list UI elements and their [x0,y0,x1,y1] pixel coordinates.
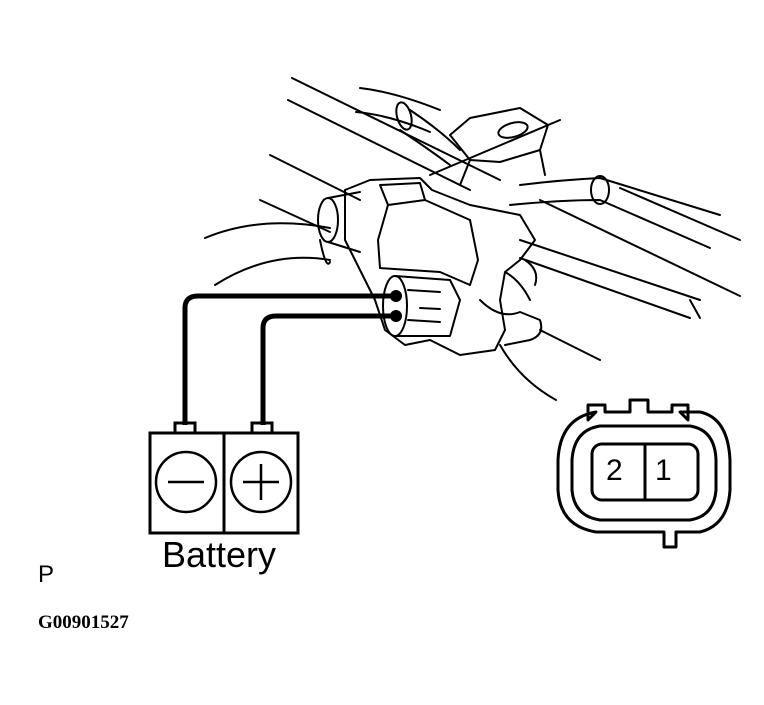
lead-contact-upper [390,290,402,302]
mounting-bracket [449,107,549,186]
connector-pin-1-label: 1 [655,454,672,487]
connector-face [556,398,732,549]
right-tubes [509,175,721,319]
connector-pin-2-label: 2 [606,454,623,487]
corner-letter: P [38,561,55,588]
battery [148,421,300,535]
engine-background-lines [204,77,741,401]
battery-label: Battery [162,534,277,575]
minus-terminal-icon [154,450,218,514]
valve-connector [382,275,461,337]
valve-body [344,177,543,356]
lead-contact-lower [390,310,402,322]
figure-code: G00901527 [38,612,129,633]
upper-tube [355,87,461,166]
plus-terminal-icon [229,450,293,514]
test-leads [182,293,395,425]
